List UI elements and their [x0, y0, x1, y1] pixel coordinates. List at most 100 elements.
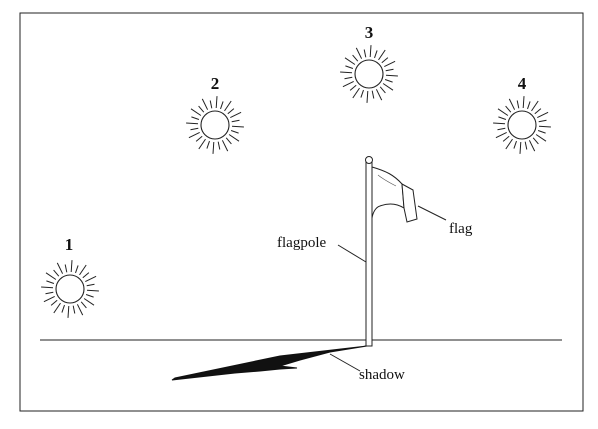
- sun-2-number: 2: [211, 74, 220, 93]
- sun-ray: [230, 111, 242, 119]
- sun-ray: [497, 127, 506, 131]
- sun-ray: [505, 105, 512, 113]
- sun-ray: [53, 302, 61, 314]
- sun-ray: [217, 141, 221, 150]
- sun-ray: [80, 301, 87, 309]
- flagpole-finial: [365, 156, 373, 164]
- sun-ray: [227, 108, 235, 115]
- sun-3-icon: [340, 45, 398, 103]
- sun-disc: [507, 110, 537, 140]
- sun-ray: [378, 49, 386, 61]
- sun-ray: [345, 65, 354, 69]
- sun-ray: [215, 96, 218, 109]
- sun-2-icon: [186, 96, 244, 154]
- sun-ray: [212, 141, 215, 154]
- sun-ray: [85, 275, 97, 283]
- sun-ray: [366, 90, 369, 103]
- sun-ray: [190, 108, 202, 116]
- sun-ray: [379, 86, 386, 94]
- sun-ray: [369, 45, 372, 58]
- sun-ray: [85, 294, 94, 298]
- sun-ray: [524, 141, 528, 150]
- sun-ray: [342, 80, 354, 88]
- sun-ray: [519, 141, 522, 154]
- sun-ray: [495, 131, 507, 139]
- sun-ray: [537, 130, 546, 134]
- sun-ray: [531, 100, 539, 112]
- sun-ray: [198, 138, 206, 150]
- sun-ray: [45, 291, 54, 295]
- sun-ray: [67, 305, 70, 318]
- diagram-frame: [19, 12, 584, 412]
- sun-ray: [349, 84, 357, 91]
- shadow-leader: [329, 353, 361, 372]
- sun-ray: [45, 272, 57, 280]
- sun-ray: [220, 101, 224, 110]
- sun-ray: [535, 134, 547, 142]
- sun-ray: [82, 272, 90, 279]
- sun-ray: [190, 127, 199, 131]
- sun-ray: [61, 304, 65, 313]
- sun-ray: [384, 79, 393, 83]
- sun-ray: [225, 137, 232, 145]
- sun-ray: [532, 137, 539, 145]
- sun-ray: [374, 50, 378, 59]
- sun-ray: [340, 71, 353, 74]
- sun-ray: [79, 264, 87, 276]
- sun-ray: [344, 57, 356, 65]
- shadow-label: shadow: [359, 367, 405, 383]
- sun-ray: [508, 98, 516, 110]
- sun-disc: [55, 274, 85, 304]
- sun-ray: [505, 138, 513, 150]
- sun-ray: [497, 108, 509, 116]
- sun-ray: [528, 140, 536, 152]
- sun-ray: [198, 105, 205, 113]
- sun-ray: [381, 57, 389, 64]
- sun-ray: [352, 87, 360, 99]
- sun-ray: [46, 280, 55, 284]
- sun-ray: [64, 264, 68, 273]
- flag-leader: [417, 205, 447, 221]
- sun-ray: [41, 286, 54, 289]
- sun-ray: [83, 298, 95, 306]
- sun-ray: [206, 140, 210, 149]
- sun-ray: [231, 119, 240, 123]
- sun-ray: [355, 47, 363, 59]
- sun-ray: [221, 140, 229, 152]
- sun-ray: [360, 89, 364, 98]
- sun-ray: [534, 108, 542, 115]
- sun-disc: [200, 110, 230, 140]
- shadow-shape: [171, 345, 368, 381]
- flag-label: flag: [449, 221, 473, 237]
- sun-ray: [231, 125, 244, 128]
- sun-ray: [191, 116, 200, 120]
- sun-ray: [522, 96, 525, 109]
- sun-ray: [502, 135, 510, 142]
- sun-ray: [56, 262, 64, 274]
- sun-ray: [498, 116, 507, 120]
- sun-ray: [352, 54, 359, 62]
- sun-3-number: 3: [365, 23, 374, 42]
- sun-ray: [344, 76, 353, 80]
- sun-1-icon: [41, 260, 99, 318]
- flag: [371, 166, 418, 223]
- sun-ray: [385, 68, 394, 72]
- sun-ray: [86, 289, 99, 292]
- sun-ray: [75, 265, 79, 274]
- sun-ray: [50, 299, 58, 306]
- sun-disc: [354, 59, 384, 89]
- sun-ray: [537, 111, 549, 119]
- sun-ray: [86, 283, 95, 287]
- sun-ray: [70, 260, 73, 273]
- sun-ray: [382, 83, 394, 91]
- sun-ray: [513, 140, 517, 149]
- sun-ray: [201, 98, 209, 110]
- sun-ray: [527, 101, 531, 110]
- sun-ray: [384, 60, 396, 68]
- sun-ray: [43, 295, 55, 303]
- sun-ray: [224, 100, 232, 112]
- sun-ray: [385, 74, 398, 77]
- sun-ray: [186, 122, 199, 125]
- sun-ray: [363, 49, 367, 58]
